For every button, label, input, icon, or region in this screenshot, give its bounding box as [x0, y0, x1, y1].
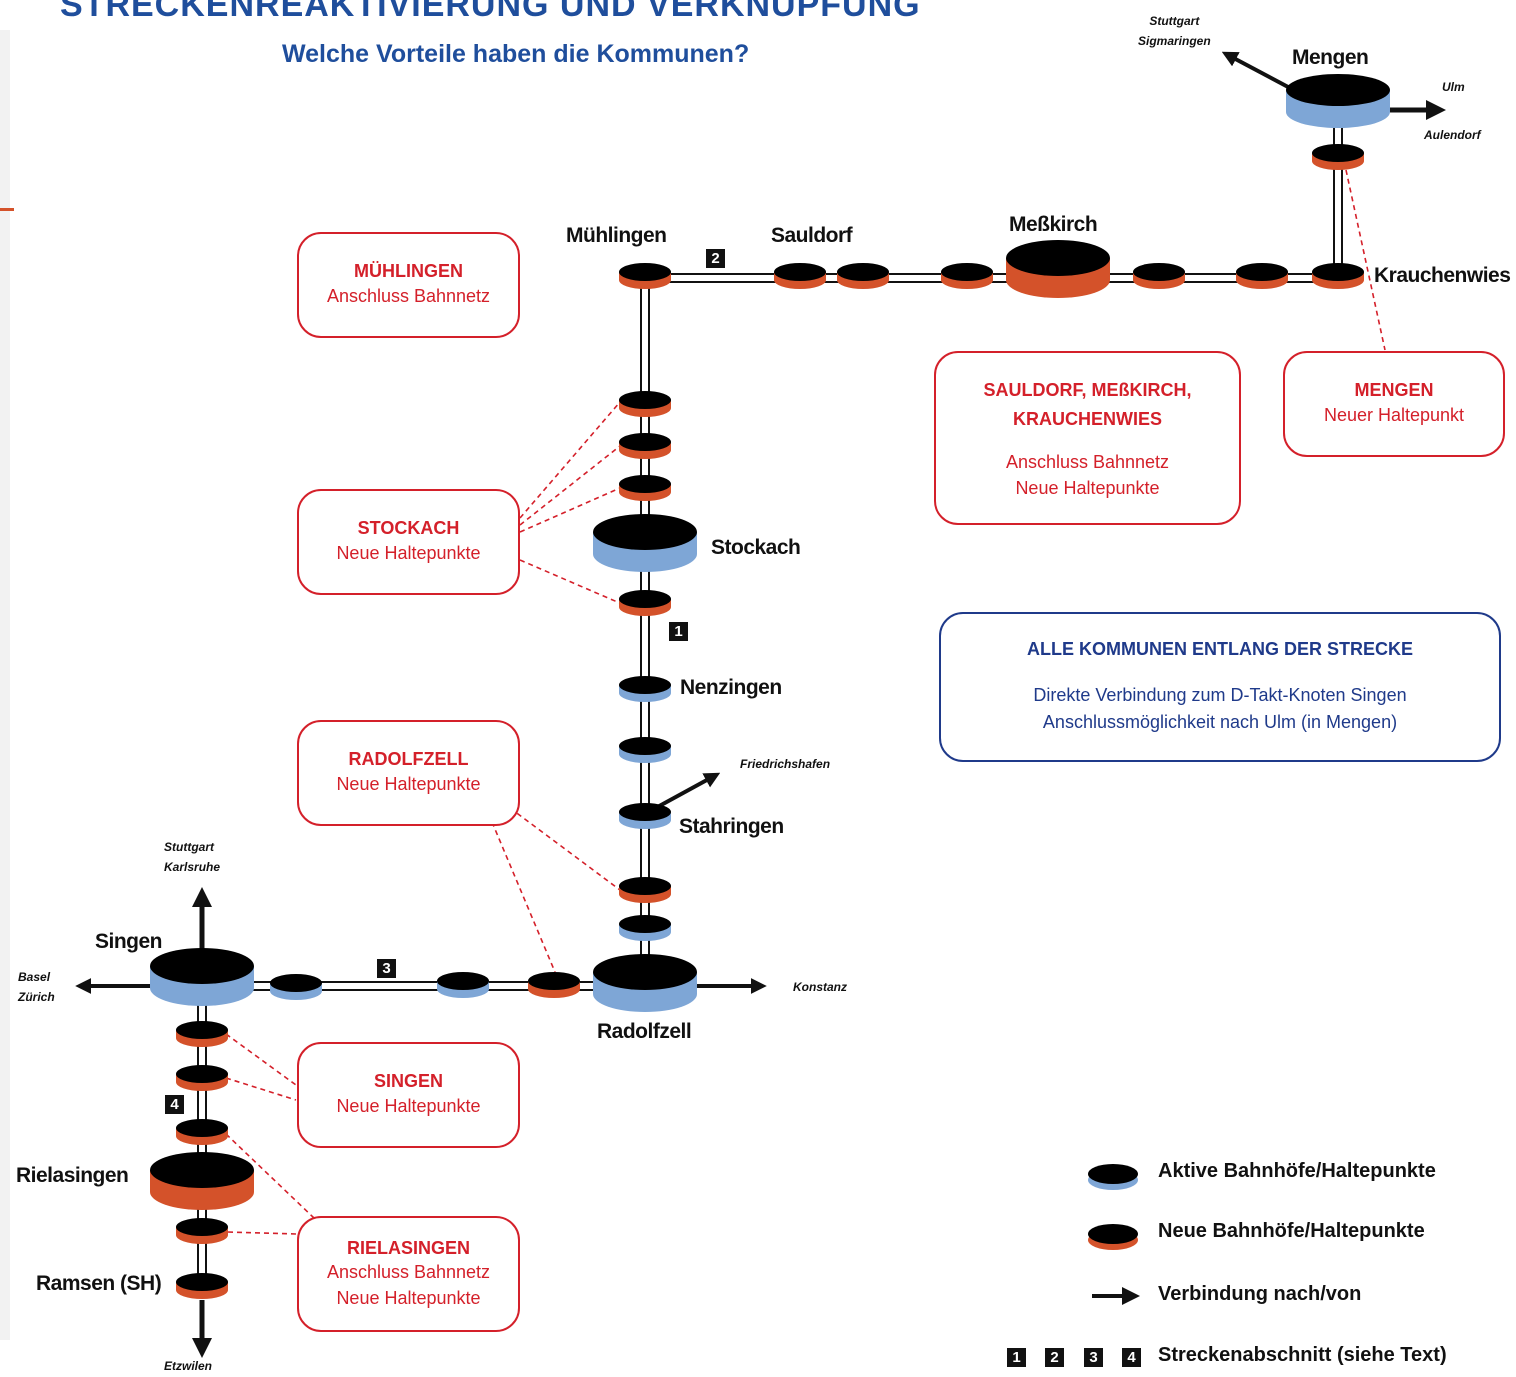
station-marker-stockach-halt-1 — [619, 391, 671, 417]
track-segment-mengen — [1333, 110, 1343, 278]
box-rielasingen: RIELASINGEN Anschluss Bahnnetz Neue Halt… — [297, 1216, 520, 1332]
station-marker-singen — [150, 948, 254, 1006]
station-marker-halt-top-3 — [941, 263, 993, 289]
station-marker-stockach-halt-2 — [619, 433, 671, 459]
station-marker-halt-mid — [619, 737, 671, 763]
arrow-stuttgart-sigmaringen — [1221, 51, 1291, 90]
legend-section-4: 4 — [1121, 1347, 1142, 1368]
station-sauldorf: Sauldorf — [771, 224, 853, 247]
station-marker-nenzingen — [619, 676, 671, 702]
legend-active-icon — [1088, 1164, 1138, 1190]
station-muehlingen: Mühlingen — [566, 224, 667, 247]
connection-arrows — [75, 51, 1446, 1358]
station-marker-stockach-halt-4 — [619, 590, 671, 616]
station-marker-muehlingen — [619, 263, 671, 289]
station-messkirch: Meßkirch — [1009, 213, 1098, 236]
station-rielasingen: Rielasingen — [16, 1164, 129, 1187]
box-singen: SINGEN Neue Haltepunkte — [297, 1042, 520, 1148]
station-marker-rielasingen — [150, 1152, 254, 1210]
station-marker-halt-top-5 — [1133, 263, 1185, 289]
ext-etzwilen: Etzwilen — [164, 1359, 213, 1373]
station-marker-sauldorf-1 — [774, 263, 826, 289]
station-stahringen: Stahringen — [679, 815, 784, 838]
station-marker-stockach — [593, 514, 697, 572]
legend-connection-label: Verbindung nach/von — [1158, 1283, 1362, 1305]
legend-new-label: Neue Bahnhöfe/Haltepunkte — [1158, 1220, 1425, 1242]
legend-arrow-icon — [1092, 1287, 1140, 1305]
ext-konstanz: Konstanz — [793, 980, 847, 994]
legend-sections-label: Streckenabschnitt (siehe Text) — [1158, 1344, 1447, 1366]
station-marker-singen-halt-2 — [176, 1065, 228, 1091]
box-alle-kommunen: ALLE KOMMUNEN ENTLANG DER STRECKE Direkt… — [939, 612, 1501, 762]
station-marker-radolfzell-halt-2 — [528, 972, 580, 998]
stations — [150, 74, 1390, 1299]
legend-symbols — [1088, 1164, 1140, 1305]
left-margin-accent — [0, 208, 14, 211]
arrow-friedrichshafen — [651, 772, 721, 812]
station-marker-stahringen — [619, 803, 671, 829]
station-marker-halt-bottom-1 — [437, 972, 489, 998]
station-stockach: Stockach — [711, 536, 801, 559]
station-marker-halt-top-6 — [1236, 263, 1288, 289]
station-marker-singen-halt-1 — [176, 1021, 228, 1047]
station-mengen: Mengen — [1292, 46, 1369, 69]
station-marker-halt-lower — [619, 915, 671, 941]
page-title: STRECKENREAKTIVIERUNG UND VERKNÜPFUNG — [60, 0, 921, 24]
left-margin-bar — [0, 30, 10, 1340]
station-marker-rielasingen-halt-1 — [176, 1119, 228, 1145]
station-marker-rielasingen-halt-2 — [176, 1218, 228, 1244]
legend-section-1: 1 — [1006, 1347, 1027, 1368]
section-marker-2: 2 — [705, 248, 726, 269]
station-marker-halt-bottom-2 — [270, 974, 322, 1000]
ext-friedrichshafen: Friedrichshafen — [740, 757, 831, 771]
station-marker-sauldorf-2 — [837, 263, 889, 289]
station-singen: Singen — [95, 930, 163, 953]
station-marker-radolfzell — [593, 954, 697, 1012]
section-marker-4: 4 — [164, 1094, 185, 1115]
station-ramsen: Ramsen (SH) — [36, 1272, 162, 1295]
ext-aulendorf: Aulendorf — [1424, 128, 1481, 142]
station-krauchenwies: Krauchenwies — [1374, 264, 1511, 287]
section-marker-3: 3 — [376, 958, 397, 979]
station-marker-mengen — [1286, 74, 1390, 128]
station-marker-messkirch — [1006, 240, 1110, 298]
station-marker-radolfzell-halt-1 — [619, 877, 671, 903]
legend-new-icon — [1088, 1224, 1138, 1250]
station-radolfzell: Radolfzell — [597, 1020, 692, 1043]
callout-lines — [225, 169, 1386, 1235]
station-marker-ramsen — [176, 1273, 228, 1299]
box-radolfzell: RADOLFZELL Neue Haltepunkte — [297, 720, 520, 826]
section-marker-1: 1 — [668, 621, 689, 642]
station-marker-mengen-new — [1312, 144, 1364, 170]
legend-section-2: 2 — [1044, 1347, 1065, 1368]
track-segment-vertical-main — [640, 280, 650, 975]
legend-section-3: 3 — [1083, 1347, 1104, 1368]
station-nenzingen: Nenzingen — [680, 676, 782, 699]
box-sauldorf-messkirch-krauchenwies: SAULDORF, MEßKIRCH, KRAUCHENWIES Anschlu… — [934, 351, 1241, 525]
box-muehlingen: MÜHLINGEN Anschluss Bahnnetz — [297, 232, 520, 338]
box-mengen: MENGEN Neuer Haltepunkt — [1283, 351, 1505, 457]
station-marker-stockach-halt-3 — [619, 475, 671, 501]
page-subtitle: Welche Vorteile haben die Kommunen? — [282, 40, 750, 68]
ext-ulm: Ulm — [1442, 80, 1465, 94]
station-marker-krauchenwies — [1312, 263, 1364, 289]
legend-active-label: Aktive Bahnhöfe/Haltepunkte — [1158, 1160, 1436, 1182]
box-stockach: STOCKACH Neue Haltepunkte — [297, 489, 520, 595]
